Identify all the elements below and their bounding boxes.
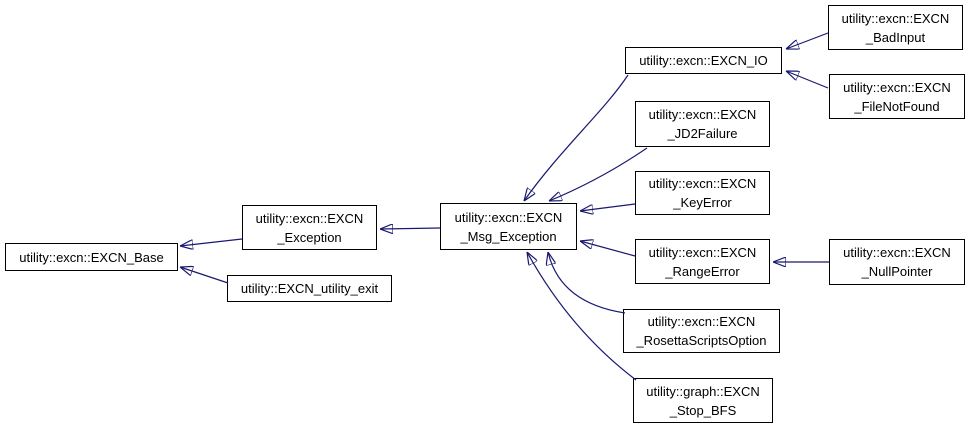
node-label-line: _Stop_BFS: [669, 402, 737, 418]
node-label-line: _BadInput: [865, 29, 926, 45]
node-label-line: utility::EXCN_utility_exit: [240, 281, 379, 296]
node-label-line: _FileNotFound: [854, 98, 940, 114]
node-label-line: utility::excn::EXCN: [648, 107, 757, 122]
edge-msg-exception-to-exception: [380, 228, 441, 229]
node-label-line: utility::excn::EXCN: [255, 210, 364, 226]
node-label-line: utility::graph::EXCN: [646, 383, 760, 399]
edge-stop-bfs-to-msg-exception: [527, 252, 637, 381]
edge-exception-to-base: [180, 238, 243, 246]
edge-keyerror-to-msg-exception: [580, 203, 636, 211]
edge-utility-exit-to-base: [180, 267, 229, 284]
node-label-line: _Msg_Exception: [460, 228, 557, 244]
node-label-line: utility::excn::EXCN_IO: [639, 53, 768, 68]
node-excn-nullpointer[interactable]: utility::excn::EXCN _NullPointer: [829, 239, 965, 285]
node-excn-filenotfound[interactable]: utility::excn::EXCN _FileNotFound: [829, 74, 965, 119]
node-excn-utility-exit[interactable]: utility::EXCN_utility_exit: [227, 275, 392, 302]
node-label-line: _Exception: [277, 229, 342, 245]
node-label-line: utility::excn::EXCN: [843, 245, 951, 260]
node-excn-rangeerror[interactable]: utility::excn::EXCN _RangeError: [635, 239, 770, 284]
node-label-line: utility::excn::EXCN: [841, 10, 950, 26]
node-label-line: utility::excn::EXCN: [648, 244, 757, 260]
node-label-line: utility::excn::EXCN: [647, 314, 756, 329]
edge-filenotfound-to-io: [786, 71, 829, 89]
node-label-line: _JD2Failure: [667, 126, 738, 141]
node-label-line: _RosettaScriptsOption: [636, 333, 767, 348]
node-label-line: utility::excn::EXCN: [454, 209, 563, 225]
node-excn-rosettascriptsoption[interactable]: utility::excn::EXCN _RosettaScriptsOptio…: [623, 309, 780, 353]
node-label-line: _KeyError: [673, 195, 732, 210]
node-graph-excn-stop-bfs[interactable]: utility::graph::EXCN _Stop_BFS: [633, 378, 773, 423]
node-label-line: utility::excn::EXCN: [648, 176, 757, 191]
edge-jd2failure-to-msg-exception: [549, 147, 648, 201]
node-label-line: _RangeError: [665, 263, 740, 279]
edge-rosettascriptsoption-to-msg-exception: [548, 252, 626, 314]
edge-badinput-to-io: [786, 32, 829, 49]
node-excn-io[interactable]: utility::excn::EXCN_IO: [625, 47, 782, 74]
node-excn-badinput[interactable]: utility::excn::EXCN _BadInput: [828, 5, 963, 50]
node-label-line: utility::excn::EXCN: [843, 79, 951, 95]
node-excn-msg-exception[interactable]: utility::excn::EXCN _Msg_Exception: [440, 203, 577, 250]
node-label-line: _NullPointer: [861, 264, 933, 279]
edge-rangeerror-to-msg-exception: [580, 241, 636, 257]
node-excn-base[interactable]: utility::excn::EXCN_Base: [5, 243, 178, 271]
edge-io-to-msg-exception: [524, 74, 629, 201]
node-excn-jd2failure[interactable]: utility::excn::EXCN _JD2Failure: [635, 101, 770, 147]
node-excn-keyerror[interactable]: utility::excn::EXCN _KeyError: [635, 171, 770, 215]
node-excn-exception[interactable]: utility::excn::EXCN _Exception: [242, 205, 377, 250]
node-label-line: utility::excn::EXCN_Base: [19, 249, 164, 265]
